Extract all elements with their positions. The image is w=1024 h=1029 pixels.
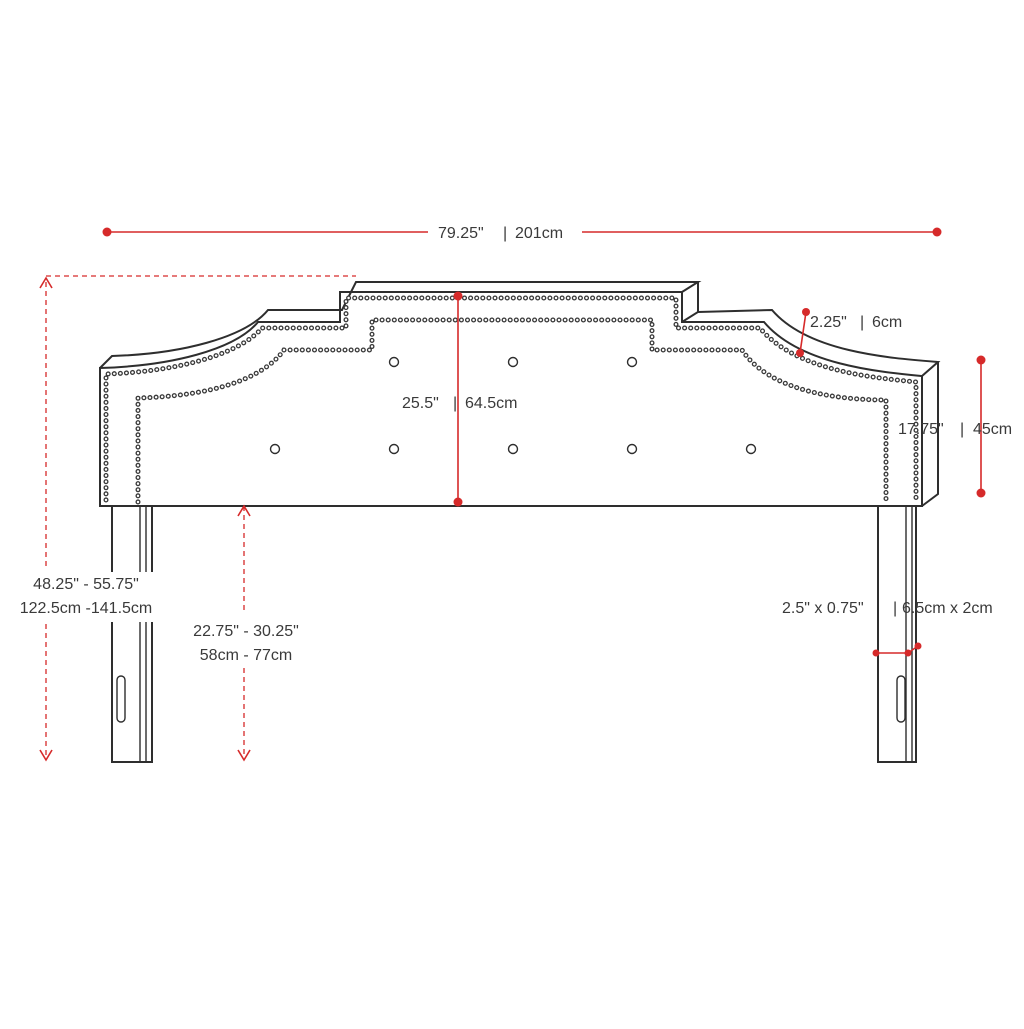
top-rail-dimension: 2.25" | 6cm [796,308,902,357]
tuft-button [745,443,757,455]
tuft-button [269,443,281,455]
tuft-button [507,443,519,455]
top-rail-metric: 6cm [872,314,902,331]
width-imperial: 79.25" [438,225,484,242]
leg-height-metric: 58cm - 77cm [200,647,292,664]
side-height-metric: 45cm [973,421,1012,438]
center-height-separator: | [453,395,457,412]
width-dimension: 79.25" | 201cm [102,225,942,242]
top-rail-imperial: 2.25" [810,314,847,331]
leg-section-separator: | [893,600,897,617]
tuft-button [388,356,400,368]
tuft-button [626,356,638,368]
side-height-imperial: 17.75" [898,421,944,438]
headboard-top-face [99,281,941,507]
inner-nailhead-trim [135,317,889,505]
total-height-dimension: 48.25" - 55.75" 122.5cm -141.5cm [4,275,356,762]
width-separator: | [503,225,507,242]
tuft-button [626,443,638,455]
left-leg-slot [116,675,126,723]
tufted-buttons [269,356,757,455]
center-height-imperial: 25.5" [402,395,439,412]
total-height-imperial: 48.25" - 55.75" [33,576,139,593]
side-height-separator: | [960,421,964,438]
leg-height-dimension: 22.75" - 30.25" 58cm - 77cm [193,504,299,762]
right-leg-slot [896,675,906,723]
center-height-dimension: 25.5" | 64.5cm [398,291,530,507]
leg-height-imperial: 22.75" - 30.25" [193,623,299,640]
tuft-button [507,356,519,368]
tuft-button [388,443,400,455]
left-leg [111,505,153,763]
center-height-metric: 64.5cm [465,395,517,412]
headboard-panel [99,281,941,507]
leg-section-metric: 6.5cm x 2cm [902,600,993,617]
width-metric: 201cm [515,225,563,242]
right-leg [877,505,917,763]
side-height-dimension: 17.75" | 45cm [898,355,1012,498]
top-rail-separator: | [860,314,864,331]
leg-section-imperial: 2.5" x 0.75" [782,600,864,617]
total-height-metric: 122.5cm -141.5cm [20,600,153,617]
leg-section-dimension: 2.5" x 0.75" | 6.5cm x 2cm [782,600,993,657]
